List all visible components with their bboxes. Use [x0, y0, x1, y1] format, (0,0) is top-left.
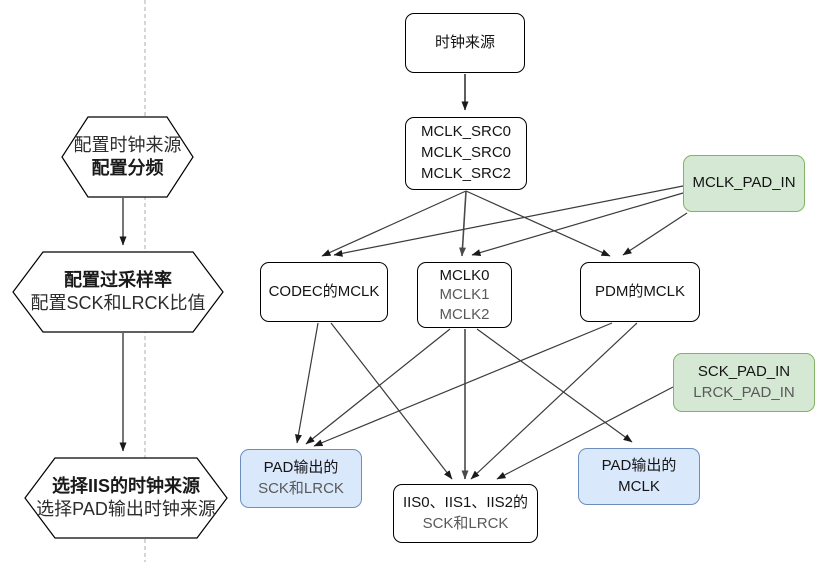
edge-mclkgroup-padmclk	[476, 328, 633, 443]
step-3-select-clock-source: 选择IIS的时钟来源 选择PAD输出时钟来源	[25, 458, 227, 538]
edge-mclkpadin-pdm	[622, 212, 688, 256]
node-iis-sck-line-2: SCK和LRCK	[422, 514, 509, 532]
hexagon-step-3	[24, 457, 228, 539]
node-clock-source: 时钟来源	[405, 13, 525, 73]
node-sck-pad-in-line-1: SCK_PAD_IN	[697, 362, 791, 380]
node-mclk-group-line-3: MCLK2	[439, 305, 490, 323]
node-sck-pad-in: SCK_PAD_IN LRCK_PAD_IN	[673, 353, 815, 412]
edge-mclkpadin-codec	[333, 185, 684, 257]
step-3-line-2: 选择PAD输出时钟来源	[36, 499, 216, 519]
node-iis-sck-line-1: IIS0、IIS1、IIS2的	[402, 493, 529, 511]
node-pad-out-mclk-line-2: MCLK	[618, 477, 660, 495]
node-iis-sck: IIS0、IIS1、IIS2的 SCK和LRCK	[393, 484, 538, 543]
node-mclk-src: MCLK_SRC0 MCLK_SRC0 MCLK_SRC2	[405, 117, 527, 190]
step-2-configure-oversample: 配置过采样率 配置SCK和LRCK比值	[13, 252, 223, 332]
node-codec-mclk-label: CODEC的MCLK	[268, 282, 380, 300]
edge-mclksrc-codec	[321, 190, 467, 257]
edge-mclkgroup-padsck	[305, 328, 451, 445]
step-3-line-1: 选择IIS的时钟来源	[51, 475, 200, 496]
edge-sckpadin-iis	[496, 386, 674, 480]
node-pdm-mclk: PDM的MCLK	[580, 262, 700, 322]
node-mclk-pad-in-label: MCLK_PAD_IN	[692, 174, 796, 192]
node-mclk-group-line-1: MCLK0	[439, 266, 490, 284]
hexagon-step-2	[12, 251, 224, 333]
edge-codec-iis	[330, 322, 453, 480]
node-pad-out-sck-line-1: PAD输出的	[263, 458, 339, 476]
edge-mclkpadin-mclkgroup	[471, 192, 684, 256]
edge-pdm-iis	[470, 322, 638, 480]
node-mclk-src-line-2: MCLK_SRC0	[420, 144, 512, 162]
edge-codec-padsck	[295, 322, 319, 444]
node-mclk-src-line-3: MCLK_SRC2	[420, 164, 512, 182]
node-pad-out-mclk-line-1: PAD输出的	[601, 456, 677, 474]
node-mclk-pad-in: MCLK_PAD_IN	[683, 155, 805, 212]
node-pad-out-sck-line-2: SCK和LRCK	[258, 479, 344, 497]
step-1-configure-clock-source: 配置时钟来源 配置分频	[62, 117, 193, 197]
step-1-line-2: 配置分频	[91, 158, 164, 178]
edge-pdm-padsck	[313, 322, 613, 447]
step-2-line-2: 配置SCK和LRCK比值	[30, 293, 206, 313]
node-mclk-group-line-2: MCLK1	[439, 286, 490, 304]
hexagon-step-1	[61, 116, 194, 198]
node-sck-pad-in-line-2: LRCK_PAD_IN	[693, 383, 795, 401]
node-mclk-group: MCLK0 MCLK1 MCLK2	[417, 262, 512, 328]
node-clock-source-label: 时钟来源	[434, 33, 495, 51]
node-pad-out-sck: PAD输出的 SCK和LRCK	[240, 449, 362, 508]
node-codec-mclk: CODEC的MCLK	[260, 262, 388, 322]
node-pad-out-mclk: PAD输出的 MCLK	[578, 448, 700, 505]
step-2-line-1: 配置过采样率	[64, 269, 172, 290]
edge-mclksrc-pdm	[465, 190, 611, 257]
node-pdm-mclk-label: PDM的MCLK	[594, 282, 685, 300]
node-mclk-src-line-1: MCLK_SRC0	[420, 123, 512, 141]
edge-mclksrc-mclkgroup	[459, 190, 467, 257]
step-1-line-1: 配置时钟来源	[73, 134, 182, 155]
